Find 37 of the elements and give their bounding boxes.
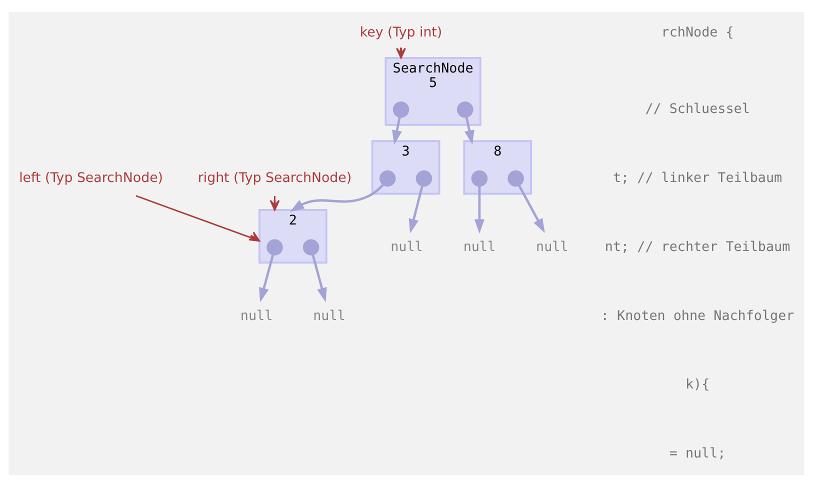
- arrow: [312, 254, 327, 302]
- node-circle: [379, 170, 396, 187]
- cluster: 8: [463, 140, 532, 195]
- arrow: [259, 254, 274, 302]
- label: t; // linker Teilbaum: [612, 170, 782, 186]
- arrow: [290, 184, 384, 212]
- node-text: left (Typ SearchNode): [19, 170, 164, 186]
- node-text: null: [390, 240, 423, 255]
- cluster: 3: [371, 140, 440, 195]
- arrow: [518, 185, 545, 234]
- arrow: [408, 186, 424, 234]
- node-text: key (Typ int): [360, 26, 442, 41]
- node-text: null: [240, 308, 273, 324]
- label: rchNode {: [661, 26, 734, 41]
- label: nt; // rechter Teilbaum: [604, 240, 790, 255]
- node-text: null: [463, 240, 496, 255]
- arrow: [392, 116, 402, 145]
- node-circle: [266, 239, 283, 256]
- label: // Schluessel: [645, 102, 750, 118]
- arrow: [464, 116, 474, 145]
- cluster: 2: [258, 209, 328, 264]
- arrow: [136, 195, 260, 242]
- node-text: null: [536, 240, 568, 255]
- node-circle: [508, 170, 524, 187]
- label: k){: [685, 378, 710, 393]
- arrow: [474, 186, 484, 234]
- node-circle: [416, 170, 432, 187]
- arrow: [396, 48, 406, 59]
- node-circle: [456, 101, 474, 118]
- cluster: SearchNode 5: [384, 56, 482, 126]
- node-circle: [302, 239, 320, 256]
- node-text: null: [313, 308, 346, 324]
- node-circle: [392, 101, 410, 118]
- node-circle: [471, 170, 488, 187]
- label: = null;: [669, 446, 726, 462]
- label: : Knoten ohne Nachfolger: [600, 308, 794, 324]
- node-text: right (Typ SearchNode): [198, 170, 352, 186]
